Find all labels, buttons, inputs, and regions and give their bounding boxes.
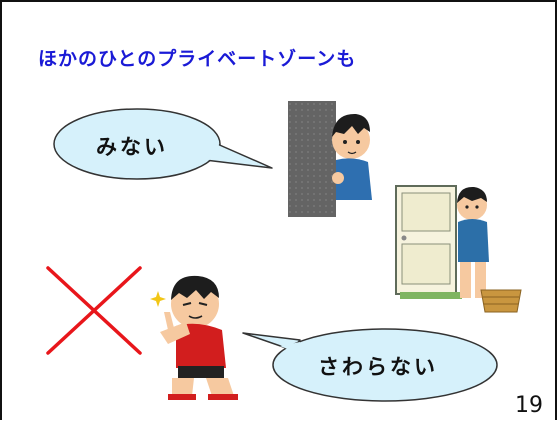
- speech-bubble-touch: [242, 328, 498, 402]
- boy-at-changing-room-door: [395, 185, 522, 313]
- bubble-text-see: みない: [96, 135, 168, 159]
- page-number: 19: [515, 393, 543, 418]
- red-cross-mark: [46, 266, 142, 355]
- boy-peeking-from-wall: [288, 101, 372, 217]
- bubble-text-touch: さわらない: [318, 355, 438, 379]
- slide-title: ほかのひとのプライベートゾーンも: [38, 48, 357, 70]
- boy-pointing: [150, 275, 238, 400]
- speech-bubble-see: [53, 108, 273, 180]
